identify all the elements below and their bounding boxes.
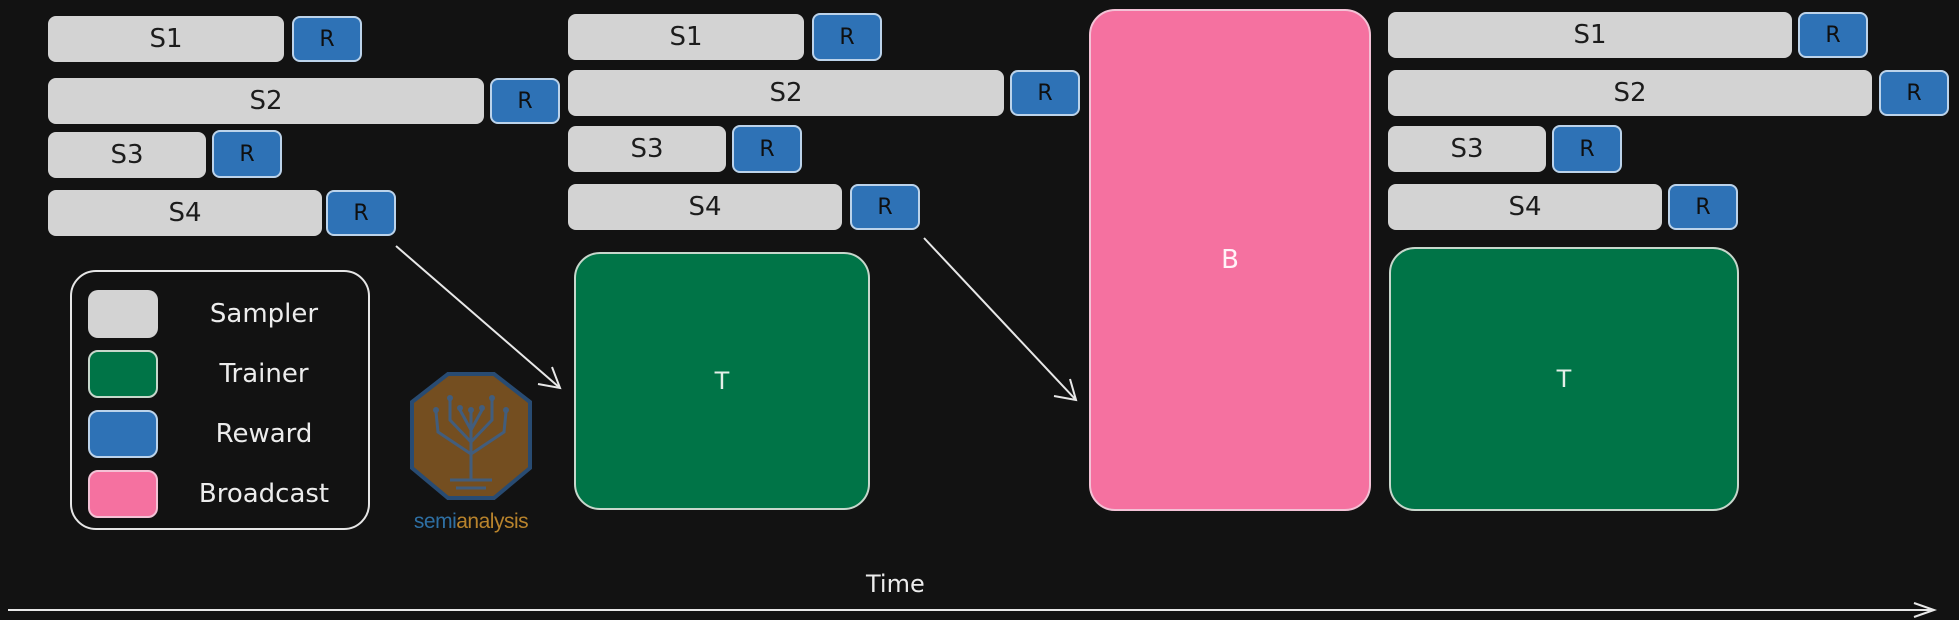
reward-r3: R xyxy=(732,125,802,173)
legend-label: Trainer xyxy=(219,359,309,389)
arrow-to-trainer xyxy=(395,245,562,390)
reward-r1: R xyxy=(292,16,362,62)
legend-swatch-reward xyxy=(88,410,158,458)
reward-r4: R xyxy=(326,190,396,236)
legend-item-broadcast: Broadcast xyxy=(88,470,356,520)
logo-text-semi: semi xyxy=(413,510,457,533)
legend: Sampler Trainer Reward Broadcast xyxy=(70,270,370,530)
legend-item-trainer: Trainer xyxy=(88,350,356,400)
sampler-s2: S2 xyxy=(1388,70,1872,116)
legend-label: Broadcast xyxy=(198,479,330,509)
time-axis-arrow xyxy=(8,602,1938,618)
sampler-s2: S2 xyxy=(48,78,484,124)
sampler-s4: S4 xyxy=(568,184,842,230)
time-axis-label: Time xyxy=(866,570,925,598)
sampler-s3: S3 xyxy=(48,132,206,178)
logo-wordmark: semianalysis xyxy=(400,510,542,534)
trainer-block: T xyxy=(574,252,870,510)
broadcast-block: B xyxy=(1089,9,1371,511)
legend-swatch-trainer xyxy=(88,350,158,398)
legend-item-sampler: Sampler xyxy=(88,290,356,340)
reward-r2: R xyxy=(1879,70,1949,116)
reward-r3: R xyxy=(212,130,282,178)
sampler-s1: S1 xyxy=(48,16,284,62)
logo-text-analysis: analysis xyxy=(456,510,529,533)
reward-r2: R xyxy=(1010,70,1080,116)
legend-item-reward: Reward xyxy=(88,410,356,460)
sampler-s4: S4 xyxy=(48,190,322,236)
sampler-s3: S3 xyxy=(1388,126,1546,172)
reward-r1: R xyxy=(1798,12,1868,58)
sampler-s2: S2 xyxy=(568,70,1004,116)
legend-label: Reward xyxy=(215,419,313,449)
reward-r3: R xyxy=(1552,125,1622,173)
reward-r2: R xyxy=(490,78,560,124)
arrow-to-broadcast xyxy=(923,237,1078,402)
sampler-s1: S1 xyxy=(1388,12,1792,58)
sampler-s3: S3 xyxy=(568,126,726,172)
legend-swatch-broadcast xyxy=(88,470,158,518)
reward-r4: R xyxy=(850,184,920,230)
trainer-block: T xyxy=(1389,247,1739,511)
sampler-s1: S1 xyxy=(568,14,804,60)
legend-swatch-sampler xyxy=(88,290,158,338)
legend-label: Sampler xyxy=(209,299,319,329)
reward-r1: R xyxy=(812,13,882,61)
semianalysis-logo: semianalysis xyxy=(400,372,542,542)
reward-r4: R xyxy=(1668,184,1738,230)
tree-octagon-icon xyxy=(410,372,532,500)
sampler-s4: S4 xyxy=(1388,184,1662,230)
